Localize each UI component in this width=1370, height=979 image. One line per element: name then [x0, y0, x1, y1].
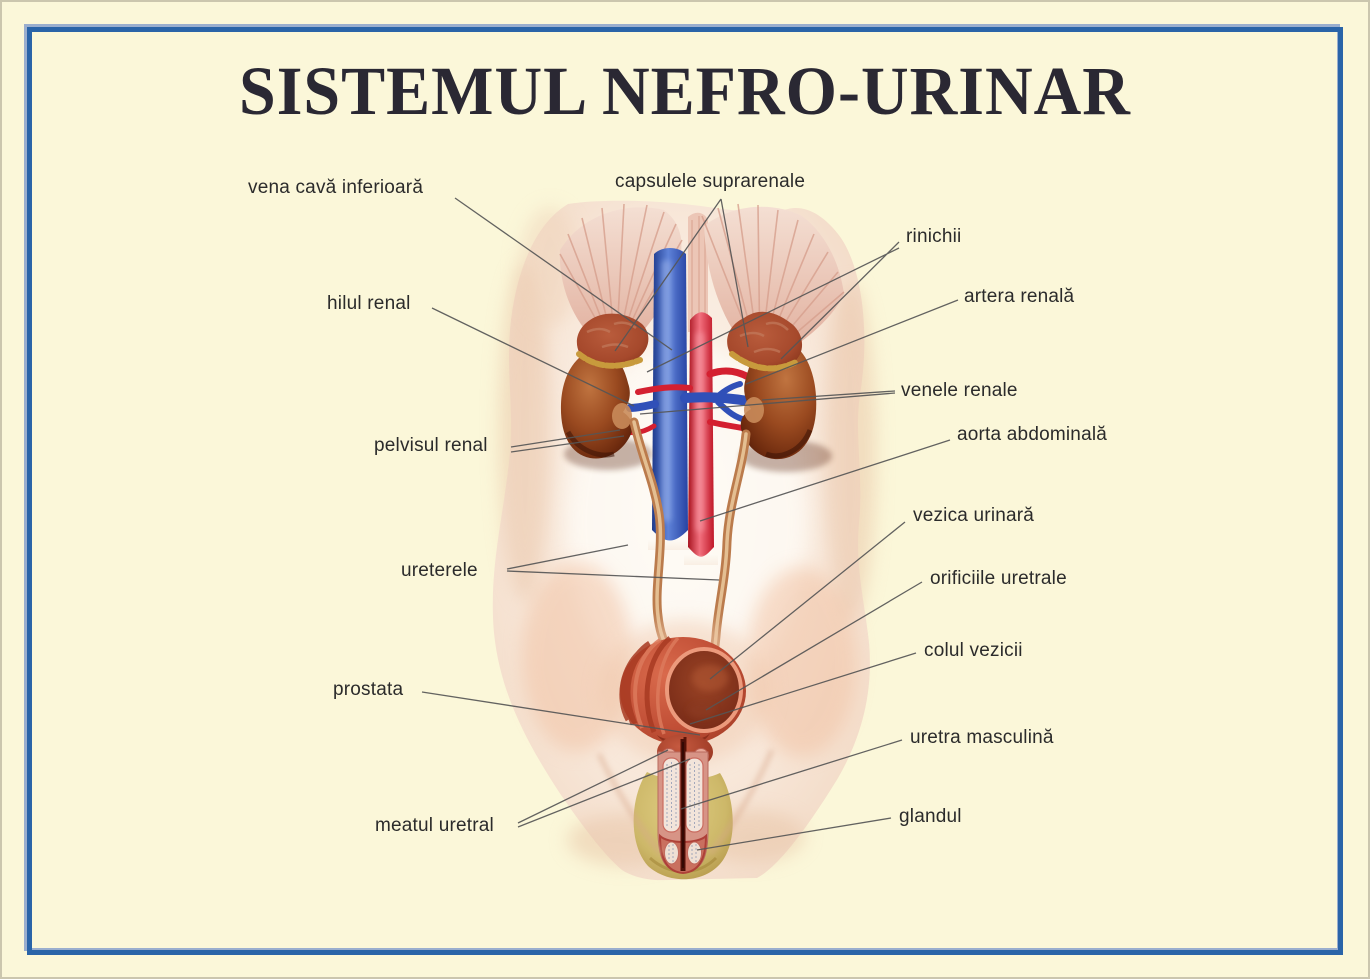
label-venele-renale: venele renale — [901, 380, 1018, 401]
groin-creases — [597, 749, 774, 856]
label-prostata: prostata — [333, 679, 404, 700]
poster-title: SISTEMUL NEFRO-URINAR — [239, 53, 1131, 130]
label-ureterele: ureterele — [401, 560, 478, 581]
label-colul-vezicii: colul vezicii — [924, 640, 1023, 661]
label-meatul-uretral: meatul uretral — [375, 815, 494, 836]
label-hilul-renal: hilul renal — [327, 293, 411, 314]
penis-section — [657, 739, 709, 875]
adrenal-right — [727, 311, 803, 372]
label-uretra-masculina: uretra masculină — [910, 727, 1054, 748]
label-vezica-urinara: vezica urinară — [913, 505, 1035, 526]
leader-lines — [421, 197, 959, 851]
label-orificiile-uretrale: orificiile uretrale — [930, 568, 1067, 589]
label-artera-renala: artera renală — [964, 286, 1075, 307]
label-capsulele-suprarenale: capsulele suprarenale — [615, 171, 806, 192]
adrenal-left — [576, 313, 649, 369]
label-pelvisul-renal: pelvisul renal — [374, 435, 488, 456]
label-aorta-abdominala: aorta abdominală — [957, 424, 1108, 445]
label-vena-cava-inferioara: vena cavă inferioară — [248, 177, 424, 198]
label-glandul: glandul — [899, 806, 962, 827]
label-rinichii: rinichii — [906, 226, 962, 247]
